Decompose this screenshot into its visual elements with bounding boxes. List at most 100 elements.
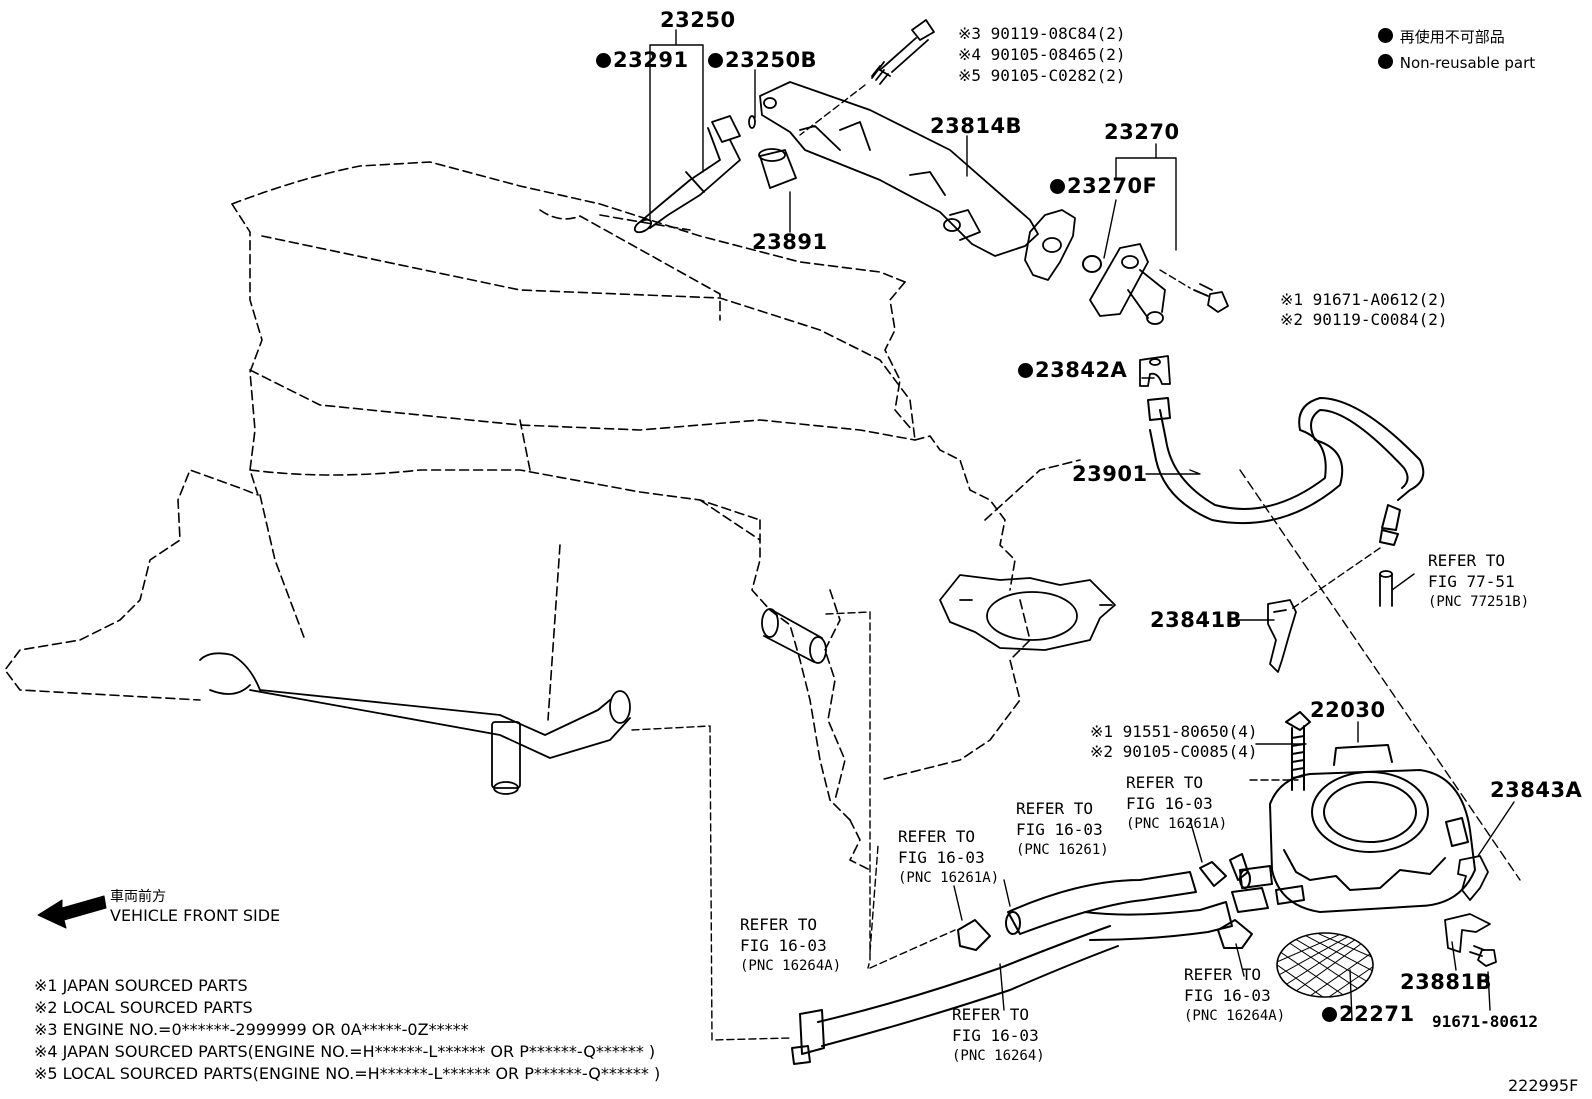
hose-dash-bracket [1289, 547, 1381, 611]
part-23291-label: 23291 [613, 48, 689, 72]
refer-line-1: REFER TO [740, 915, 818, 934]
footnote-3: ※3 ENGINE NO.=0******-2999999 OR 0A*****… [34, 1020, 469, 1039]
bolt-dash-line [799, 84, 866, 136]
refer-line-1: REFER TO [1126, 773, 1204, 792]
refer-line-3: (PNC 16264) [952, 1048, 1045, 1064]
part-23270: 23270 [1104, 120, 1180, 144]
part-22271-label: 22271 [1339, 1002, 1415, 1026]
refer-16264A-right: REFER TO FIG 16-03 (PNC 16264A) [1184, 964, 1285, 1027]
footnote-1: ※1 JAPAN SOURCED PARTS [34, 976, 248, 995]
legend-en-label: Non-reusable part [1399, 54, 1536, 72]
part-22030: 22030 [1310, 698, 1386, 722]
refer-line-1: REFER TO [952, 1005, 1030, 1024]
front-arrow-icon [37, 895, 107, 929]
refer-16261A-right: REFER TO FIG 16-03 (PNC 16261A) [1126, 772, 1227, 835]
legend-dot-icon [1378, 28, 1393, 43]
legend-en: Non-reusable part [1378, 54, 1535, 71]
part-23901: 23901 [1072, 462, 1148, 486]
throttle-body [1239, 711, 1476, 913]
water-pipe-left [199, 608, 827, 795]
non-reusable-dot-icon [1322, 1007, 1337, 1022]
non-reusable-dot-icon [708, 53, 723, 68]
refer-line-3: (PNC 77251B) [1428, 594, 1530, 610]
refer-line-1: REFER TO [1016, 799, 1094, 818]
non-reusable-dot-icon [1050, 179, 1065, 194]
fastener-top-1: ※3 90119-08C84(2) [958, 24, 1126, 43]
front-label-jp: 車両前方 [110, 889, 166, 905]
figure-code: 222995F [1508, 1076, 1579, 1095]
part-23270F: 23270F [1050, 176, 1157, 197]
insulator [758, 148, 797, 189]
refer-line-2: FIG 16-03 [1016, 820, 1103, 839]
injector [633, 115, 756, 234]
delivery-pipe [759, 81, 1076, 281]
non-reusable-dot-icon [596, 53, 611, 68]
refer-line-1: REFER TO [898, 827, 976, 846]
clip-23842A [1139, 355, 1171, 387]
part-23891: 23891 [752, 230, 828, 254]
fastener-right-1: ※1 91671-A0612(2) [1280, 290, 1448, 309]
bolt-91671-80612 [1469, 945, 1497, 967]
fastener-tb-1: ※1 91551-80650(4) [1090, 722, 1258, 741]
refer-line-3: (PNC 16264A) [1184, 1008, 1286, 1024]
union-bolt-dash [1159, 269, 1191, 289]
fuel-hose [1147, 397, 1425, 546]
reference-dashes [631, 611, 1299, 1041]
footnote-2: ※2 LOCAL SOURCED PARTS [34, 998, 253, 1017]
refer-16264: REFER TO FIG 16-03 (PNC 16264) [952, 1004, 1045, 1067]
refer-line-3: (PNC 16261) [1016, 842, 1109, 858]
refer-line-1: REFER TO [1428, 551, 1506, 570]
intake-flange [939, 574, 1116, 651]
legend-jp: 再使用不可部品 [1378, 28, 1505, 45]
o-ring-23270F [1082, 255, 1102, 273]
refer-line-2: FIG 16-03 [1126, 794, 1213, 813]
engine-outline [4, 161, 1081, 871]
fastener-right-2: ※2 90119-C0084(2) [1280, 310, 1448, 329]
bracket-23881B [1444, 913, 1491, 953]
fastener-top-2: ※4 90105-08465(2) [958, 45, 1126, 64]
refer-16264A-left: REFER TO FIG 16-03 (PNC 16264A) [740, 914, 841, 977]
refer-line-2: FIG 16-03 [952, 1026, 1039, 1045]
refer-77-51: REFER TO FIG 77-51 (PNC 77251B) [1428, 550, 1529, 613]
legend-jp-label: 再使用不可部品 [1399, 28, 1505, 46]
fastener-top-3: ※5 90105-C0282(2) [958, 66, 1126, 85]
clip-23843A [1457, 855, 1489, 901]
bracket-23841B [1267, 599, 1297, 673]
refer-line-2: FIG 16-03 [740, 936, 827, 955]
union-bolt [1193, 283, 1229, 313]
part-22271: 22271 [1322, 1004, 1415, 1025]
refer-line-3: (PNC 16261A) [1126, 816, 1228, 832]
pipe-stub-77 [1379, 570, 1393, 607]
part-23291: 23291 [596, 50, 689, 71]
bypass-hoses [791, 853, 1269, 1065]
refer-line-2: FIG 16-03 [1184, 986, 1271, 1005]
part-23814B: 23814B [930, 114, 1023, 138]
part-23270F-label: 23270F [1067, 174, 1158, 198]
part-23250B-label: 23250B [725, 48, 818, 72]
refer-line-2: FIG 77-51 [1428, 572, 1515, 591]
non-reusable-dot-icon [1018, 363, 1033, 378]
refer-line-2: FIG 16-03 [898, 848, 985, 867]
front-label-en: VEHICLE FRONT SIDE [110, 906, 281, 925]
legend-dot-icon [1378, 54, 1393, 69]
part-23842A: 23842A [1018, 360, 1127, 381]
part-23841B: 23841B [1150, 608, 1243, 632]
fastener-tb-2: ※2 90105-C0085(4) [1090, 742, 1258, 761]
bolt-top [871, 19, 935, 85]
refer-16261: REFER TO FIG 16-03 (PNC 16261) [1016, 798, 1109, 861]
part-23250B: 23250B [708, 50, 817, 71]
part-23881B: 23881B [1400, 970, 1493, 994]
part-23843A: 23843A [1490, 778, 1583, 802]
footnote-4: ※4 JAPAN SOURCED PARTS(ENGINE NO.=H*****… [34, 1042, 656, 1061]
hose-dash-down [1239, 469, 1521, 881]
footnote-5: ※5 LOCAL SOURCED PARTS(ENGINE NO.=H*****… [34, 1064, 661, 1083]
refer-16261A-left: REFER TO FIG 16-03 (PNC 16261A) [898, 826, 999, 889]
refer-line-3: (PNC 16264A) [740, 958, 842, 974]
refer-line-3: (PNC 16261A) [898, 870, 1000, 886]
fuel-union [1089, 243, 1166, 325]
leader-lines [649, 29, 1515, 1021]
refer-line-1: REFER TO [1184, 965, 1262, 984]
part-23250: 23250 [660, 8, 736, 32]
